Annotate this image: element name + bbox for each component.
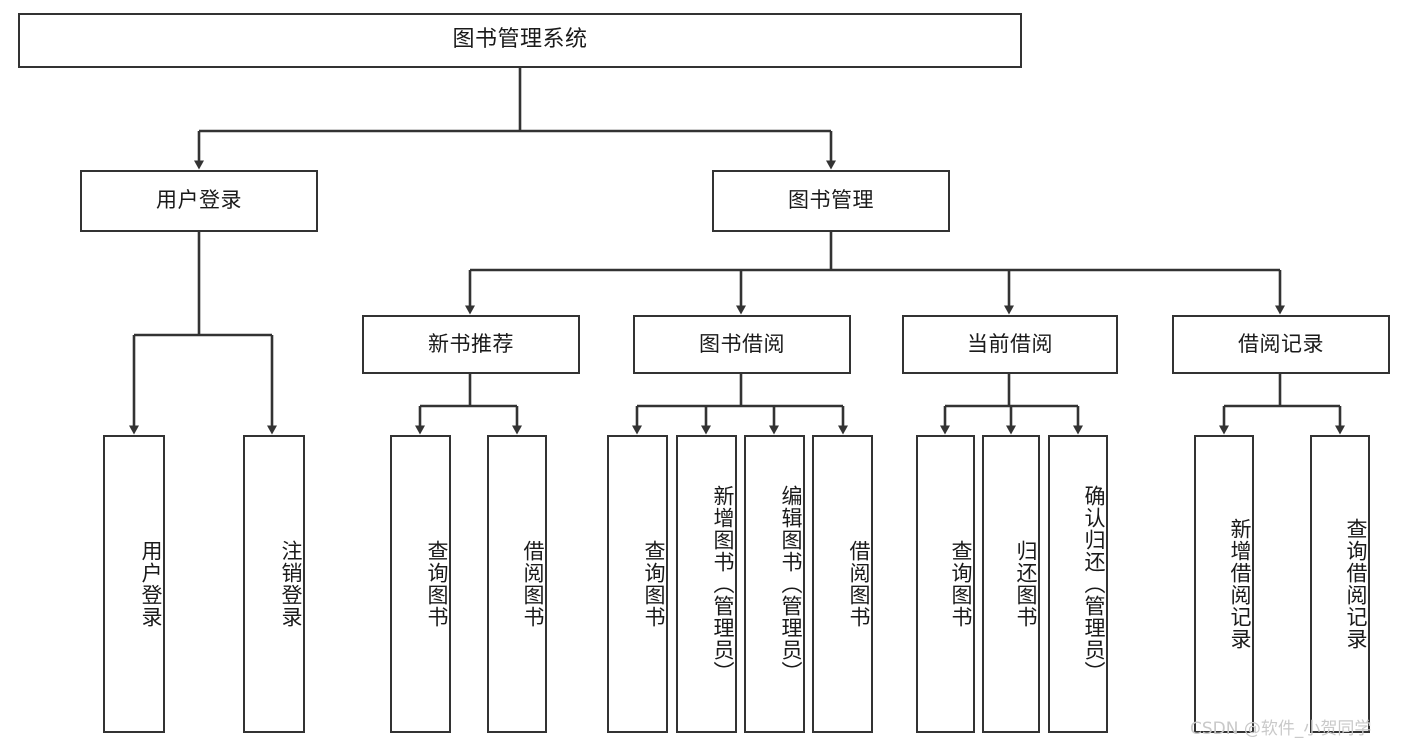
node-borrow-record-label: 借阅记录	[1238, 331, 1324, 356]
leaf-add-book-admin[interactable]: 新增图书（管理员）	[676, 435, 737, 733]
node-book-manage-label: 图书管理	[788, 188, 874, 213]
leaf-edit-book-admin[interactable]: 编辑图书（管理员）	[744, 435, 805, 733]
node-book-borrow[interactable]: 图书借阅	[633, 315, 851, 374]
node-root-label: 图书管理系统	[452, 27, 588, 53]
node-user-login-label: 用户登录	[156, 188, 242, 213]
leaf-user-login[interactable]: 用户登录	[103, 435, 165, 733]
node-book-borrow-label: 图书借阅	[699, 331, 785, 356]
leaf-query-book-borrow[interactable]: 查询图书	[607, 435, 668, 733]
leaf-query-borrow-record[interactable]: 查询借阅记录	[1310, 435, 1370, 733]
leaf-query-book-recommend[interactable]: 查询图书	[390, 435, 451, 733]
leaf-logout[interactable]: 注销登录	[243, 435, 305, 733]
node-current-borrow-label: 当前借阅	[967, 331, 1053, 356]
node-current-borrow[interactable]: 当前借阅	[902, 315, 1118, 374]
leaf-confirm-return-admin[interactable]: 确认归还（管理员）	[1048, 435, 1108, 733]
leaf-add-borrow-record[interactable]: 新增借阅记录	[1194, 435, 1254, 733]
leaf-borrow-book[interactable]: 借阅图书	[812, 435, 873, 733]
node-root[interactable]: 图书管理系统	[18, 13, 1022, 68]
node-book-manage[interactable]: 图书管理	[712, 170, 950, 232]
node-new-book-recommend[interactable]: 新书推荐	[362, 315, 580, 374]
node-new-book-recommend-label: 新书推荐	[428, 331, 514, 356]
node-borrow-record[interactable]: 借阅记录	[1172, 315, 1390, 374]
leaf-query-book-current[interactable]: 查询图书	[916, 435, 975, 733]
leaf-borrow-book-recommend[interactable]: 借阅图书	[487, 435, 547, 733]
leaf-return-book[interactable]: 归还图书	[982, 435, 1040, 733]
node-user-login[interactable]: 用户登录	[80, 170, 318, 232]
